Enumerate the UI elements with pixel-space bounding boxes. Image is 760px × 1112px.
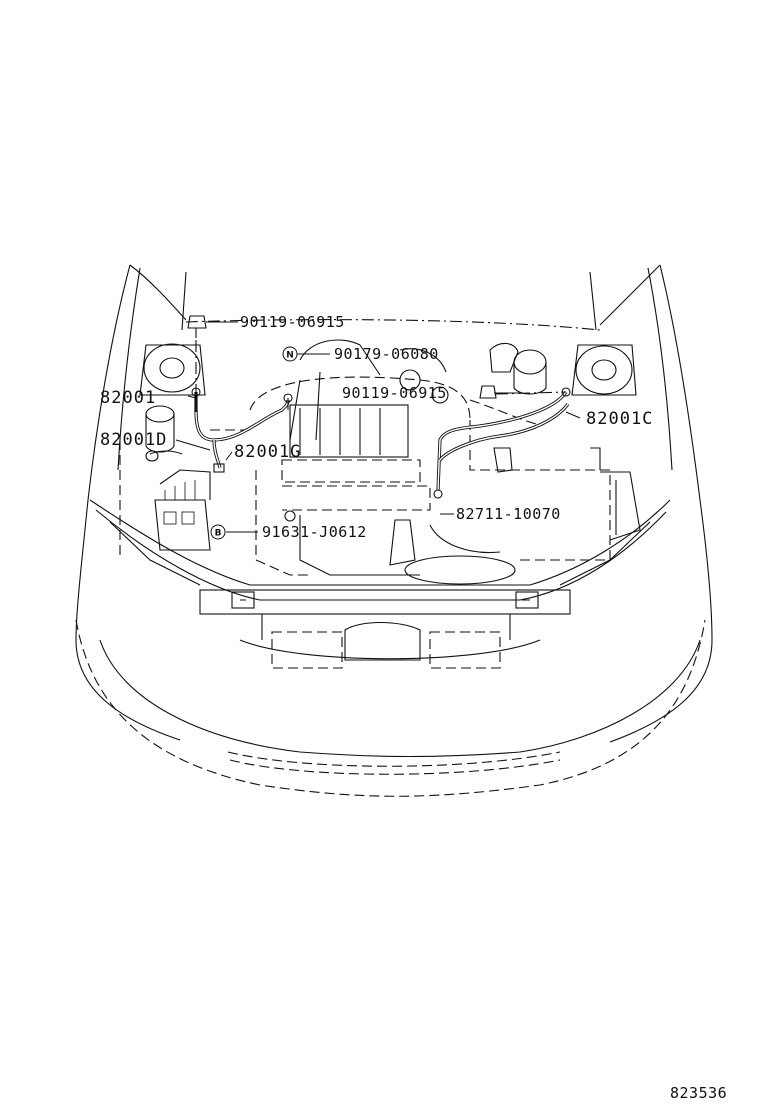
bolt-icon bbox=[284, 510, 296, 522]
locator-lines bbox=[195, 340, 567, 410]
part-label: 90119-06915 bbox=[342, 384, 447, 402]
engine-components bbox=[119, 339, 641, 585]
part-label: 90179-06080 bbox=[334, 345, 439, 363]
part-label: 82001D bbox=[100, 430, 167, 450]
part-label: 82001 bbox=[100, 388, 156, 408]
badge-n: N bbox=[282, 346, 298, 362]
badge-b: B bbox=[210, 524, 226, 540]
part-label: 91631-J0612 bbox=[262, 523, 367, 541]
badge-b-text: B bbox=[215, 529, 222, 539]
wire-harness-right bbox=[433, 387, 571, 499]
radiator-support bbox=[89, 499, 671, 669]
figure-number: 823536 bbox=[670, 1084, 727, 1102]
bolt-icon bbox=[187, 315, 207, 338]
badge-n-text: N bbox=[286, 351, 294, 361]
part-label: 82001C bbox=[586, 409, 653, 429]
part-label: 82001G bbox=[234, 442, 301, 462]
wire-harness-left bbox=[145, 387, 293, 473]
car-body-outline bbox=[75, 264, 713, 797]
part-labels: 90119-06915 90179-06080 90119-06915 8200… bbox=[100, 313, 653, 541]
leader-lines bbox=[175, 321, 581, 533]
bolt-icon bbox=[479, 385, 497, 399]
part-label: 90119-06915 bbox=[240, 313, 345, 331]
part-label: 82711-10070 bbox=[456, 505, 561, 523]
